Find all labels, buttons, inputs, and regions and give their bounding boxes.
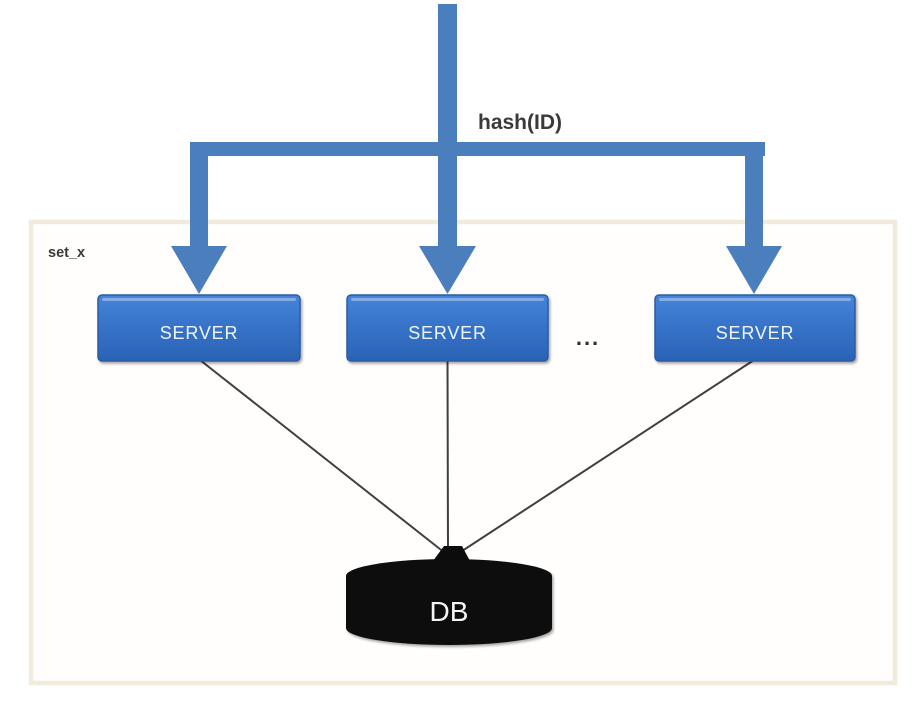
connector-middle-server-db <box>446 359 449 554</box>
arrow-right-shaft <box>745 142 763 247</box>
db-connectors <box>199 359 755 554</box>
server-box-1: SERVER <box>97 294 301 362</box>
ellipsis-label: ... <box>576 325 600 350</box>
set-label: set_x <box>48 245 85 261</box>
arrowhead-right-icon <box>726 246 782 294</box>
arrowhead-left-icon <box>171 246 227 294</box>
server-box-3-shape <box>654 294 856 362</box>
server-label-1: SERVER <box>160 323 239 343</box>
server-label-2: SERVER <box>408 323 487 343</box>
hash-label: hash(ID) <box>478 111 562 134</box>
arrow-main-shaft <box>438 4 457 247</box>
connector-junction <box>433 546 470 561</box>
db-cylinder-shape <box>346 559 552 645</box>
server-box-3: SERVER <box>654 294 856 362</box>
arrowhead-middle-icon <box>419 246 476 294</box>
connector-right-server-db <box>458 359 755 554</box>
db-cylinder: DB <box>346 559 552 645</box>
server-box-2-shape <box>346 294 549 362</box>
server-box-2-highlight <box>351 298 544 301</box>
server-boxes: SERVER SERVER SERVER <box>97 294 856 362</box>
hash-distribution-arrow <box>171 4 782 294</box>
server-box-1-shape <box>97 294 301 362</box>
server-box-3-highlight <box>659 298 851 301</box>
arrow-horizontal-bar <box>190 142 765 156</box>
server-label-3: SERVER <box>716 323 795 343</box>
db-label: DB <box>430 596 469 627</box>
connector-left-server-db <box>199 359 446 554</box>
server-box-1-highlight <box>102 298 296 301</box>
arrow-left-shaft <box>190 142 208 247</box>
server-box-2: SERVER <box>346 294 549 362</box>
